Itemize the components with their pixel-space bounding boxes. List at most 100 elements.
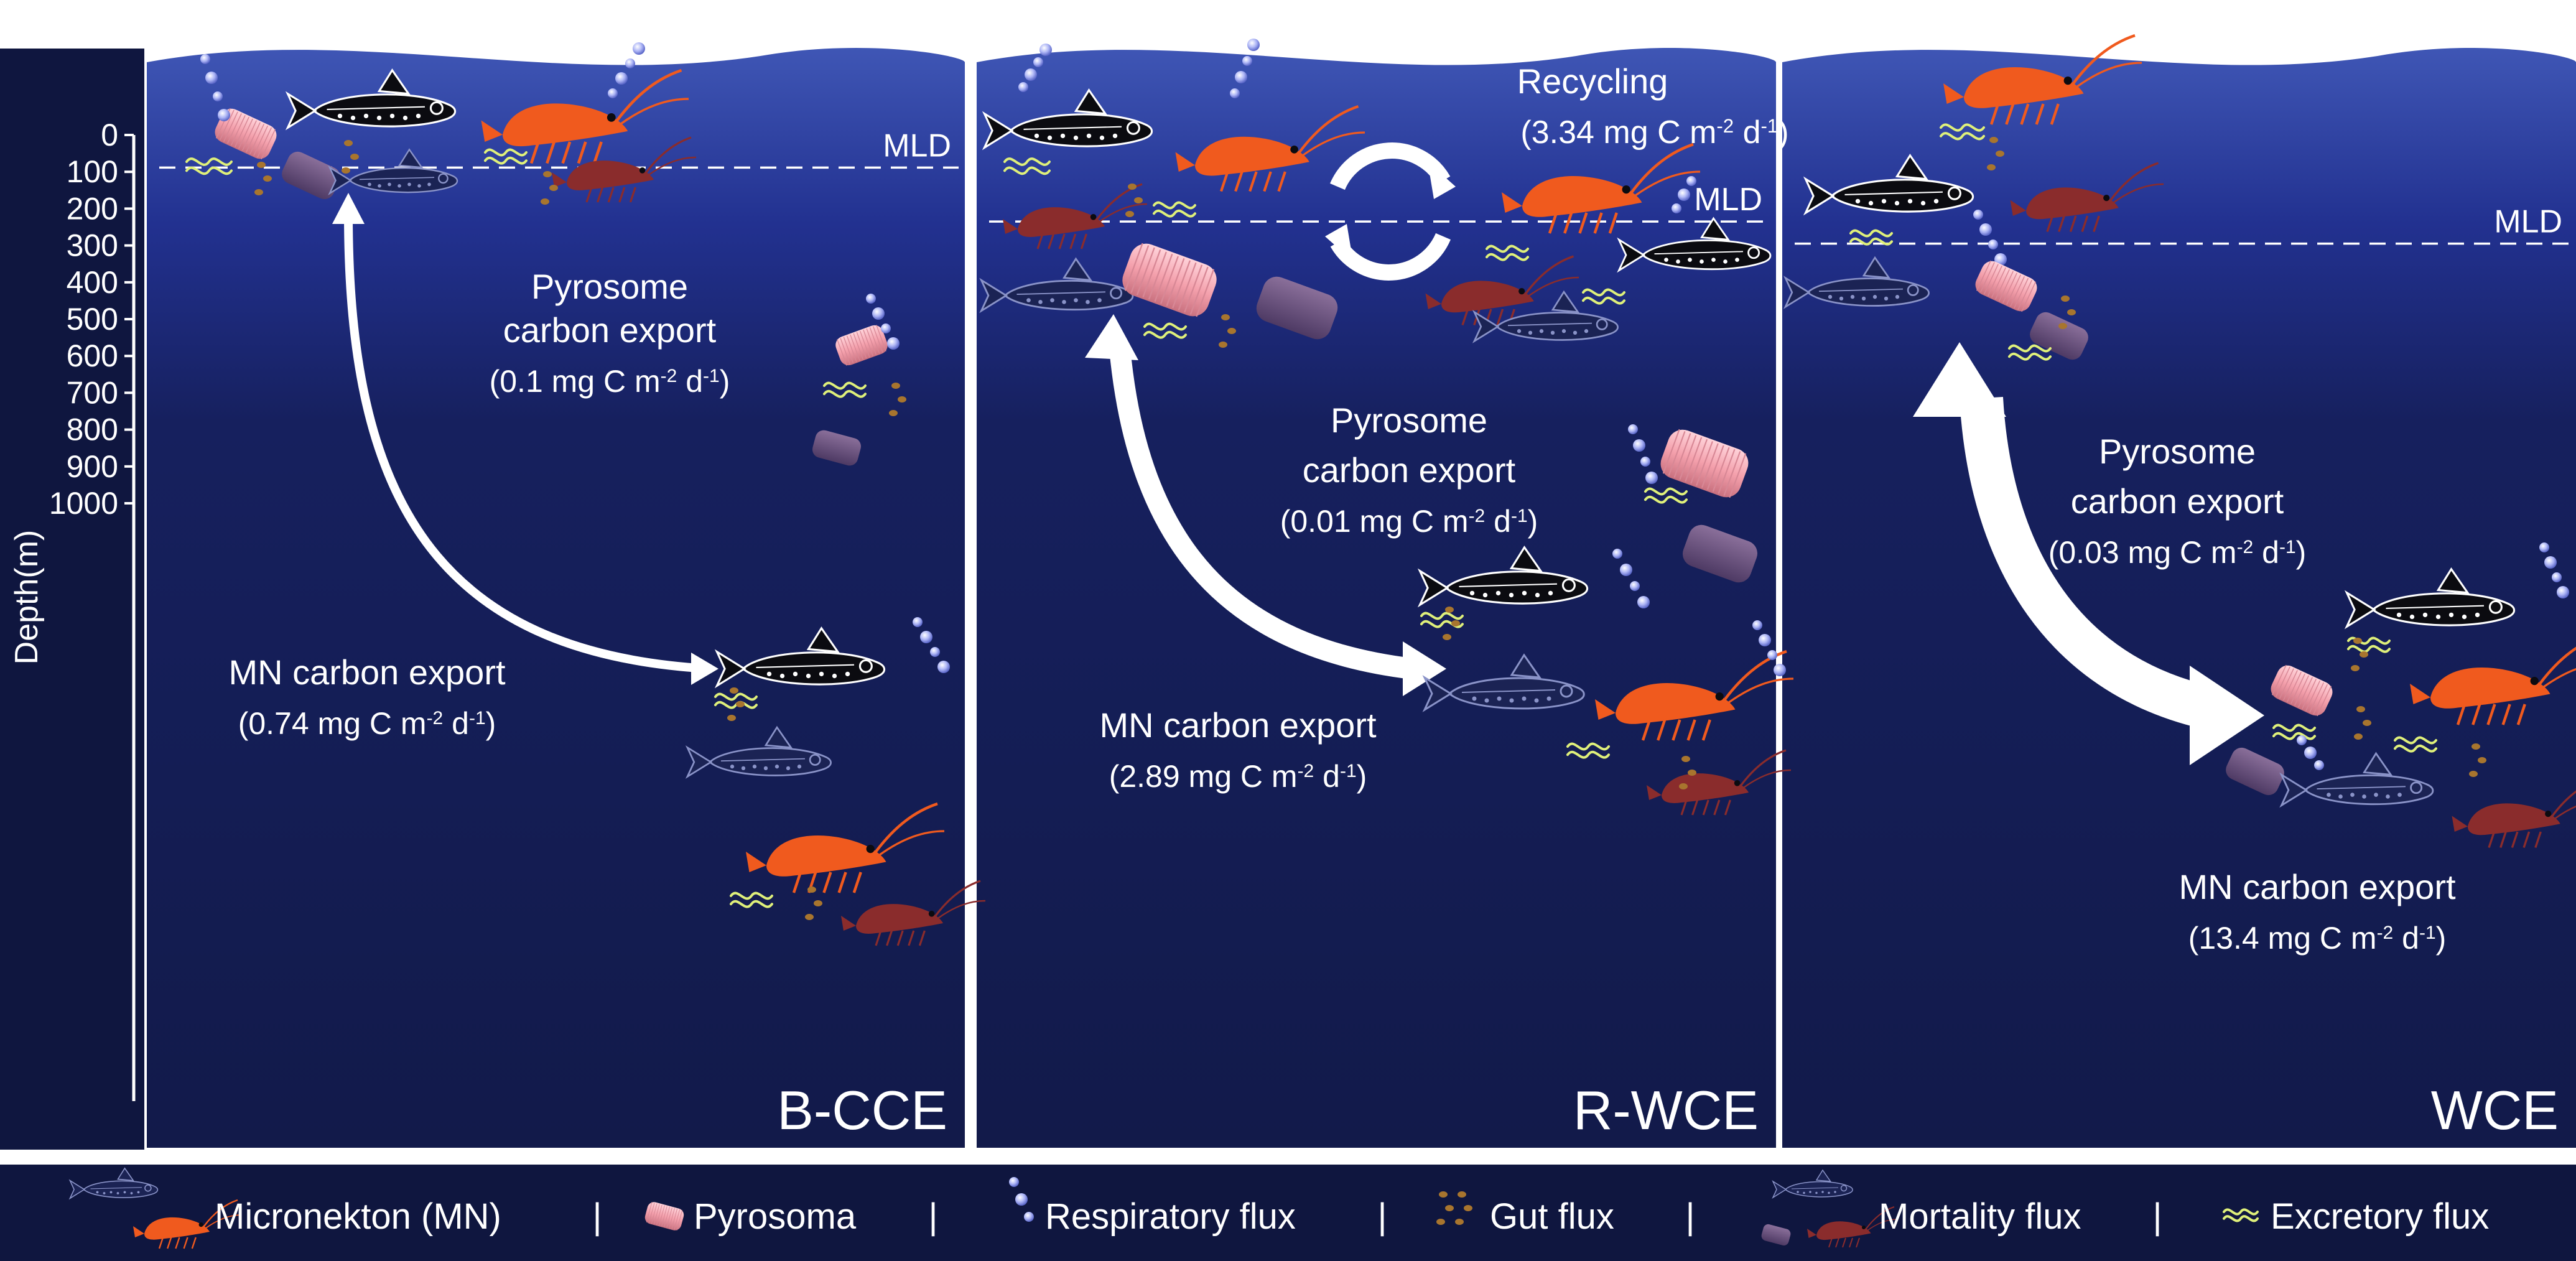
shrimp-eye — [1734, 780, 1741, 786]
gut-pellet — [1439, 1191, 1448, 1198]
shrimp-antenna — [1630, 142, 1694, 193]
shrimp-leg — [1578, 212, 1588, 234]
axis-tick-label: 800 — [67, 412, 118, 447]
fish-photophore — [1894, 200, 1900, 206]
respiratory-bubble — [872, 307, 885, 320]
fish-lateral-line — [1654, 251, 1744, 255]
gut-pellet — [1989, 137, 1998, 143]
shrimp-icon — [2410, 646, 2576, 725]
fish-photophore — [137, 1191, 140, 1194]
pyrosome-ring — [242, 120, 257, 151]
fish-photophore — [1534, 698, 1539, 703]
pyrosome-ring — [1166, 258, 1185, 307]
shrimp-eye — [2545, 811, 2552, 817]
pyrosome-ring — [1729, 453, 1747, 498]
gut-pellet — [2061, 295, 2070, 302]
fish-photophore — [2475, 612, 2480, 618]
fish-photophore — [1828, 1191, 1830, 1194]
pyrosome-ring — [235, 116, 249, 147]
fish-photophore — [1548, 590, 1553, 596]
shrimp-tail — [133, 1226, 144, 1237]
excretory-squiggle — [1644, 495, 1688, 504]
shrimp-tail — [552, 172, 567, 187]
gut-pellet — [1996, 151, 2004, 157]
fish-photophore — [2397, 793, 2402, 797]
respiratory-bubble — [1630, 581, 1640, 591]
shrimp-body — [567, 161, 654, 190]
dead-pyrosome-icon — [1256, 276, 1338, 340]
shrimp-leg — [1835, 1237, 1839, 1248]
shrimp-leg — [2523, 831, 2531, 849]
fish-lateral-line — [1844, 191, 1943, 195]
axis-tick-label: 200 — [67, 191, 118, 226]
pyrosome-flux-exp2: -1 — [1511, 506, 1528, 526]
shrimp-leg — [1691, 799, 1699, 816]
fish-photophore — [103, 1192, 106, 1194]
pyrosome-ring — [651, 1203, 658, 1224]
arrow-head — [2190, 666, 2264, 765]
legend-respiratory: Respiratory flux — [1045, 1196, 1296, 1237]
fish-photophore — [1034, 133, 1039, 139]
shrimp-leg — [1593, 212, 1603, 234]
excretory-squiggle — [1003, 157, 1051, 166]
respiratory-bubble — [887, 337, 900, 350]
mn-label: MN carbon export — [228, 653, 506, 692]
pyrosome-ring — [2271, 664, 2287, 696]
pyrosome-ring — [2021, 281, 2037, 312]
ocean-water — [1782, 48, 2576, 1148]
excretory-squiggle — [1940, 123, 1985, 132]
respiratory-bubble — [2297, 735, 2307, 745]
fish-photophore — [388, 182, 391, 187]
respiratory-bubble — [1033, 57, 1043, 67]
fish-fin — [377, 68, 411, 95]
mn-flux-value-pre: (13.4 mg C m — [2188, 921, 2377, 956]
shrimp-antenna — [1867, 1219, 1898, 1231]
pyrosome-icon — [1975, 260, 2037, 312]
pyrosome-ring — [246, 122, 261, 153]
pyrosome-ring — [843, 337, 854, 363]
fish-eye — [1126, 121, 1140, 135]
fish-fin — [1862, 256, 1891, 279]
excretory-squiggle — [1153, 209, 1196, 218]
shrimp-leg — [2058, 215, 2065, 233]
shrimp-antenna — [1724, 649, 1787, 700]
fish-photophore — [752, 765, 757, 769]
fish-icon — [1803, 154, 1974, 216]
shrimp-leg — [158, 1237, 164, 1249]
pyrosome-label: carbon export — [503, 310, 717, 350]
shrimp-eye — [2530, 677, 2539, 686]
shrimp-leg — [167, 1237, 172, 1249]
fish-fin — [398, 148, 424, 169]
fish-icon — [982, 88, 1153, 151]
gut-pellet — [891, 383, 900, 389]
fish-body — [742, 651, 886, 686]
gut-pellet — [549, 185, 558, 191]
shrimp-leg — [1058, 233, 1066, 249]
shrimp-leg — [529, 141, 540, 164]
fish-photophore — [774, 765, 779, 769]
respiratory-bubble — [2544, 556, 2557, 569]
excretory-squiggle — [1003, 166, 1051, 175]
shrimp-leg — [1220, 171, 1229, 192]
fish-photophore — [1711, 258, 1716, 262]
fish-photophore — [2362, 794, 2366, 799]
fish-eye — [2488, 600, 2503, 614]
shrimp-leg — [2093, 215, 2100, 233]
shrimp-leg — [822, 872, 832, 893]
legend-separator: | — [928, 1196, 937, 1237]
gut-pellet — [1445, 607, 1454, 613]
axis-tick-label: 400 — [67, 265, 118, 300]
pyrosome-label: carbon export — [2071, 482, 2284, 521]
pyrosome-ring — [2317, 686, 2332, 717]
shrimp-tail — [841, 916, 856, 931]
shrimp-leg — [792, 872, 802, 893]
fish-body — [1830, 179, 1974, 213]
shrimp-body — [856, 904, 943, 934]
fish-tail — [1803, 176, 1835, 216]
fish-lateral-line — [1461, 689, 1556, 693]
pyrosome-body — [2226, 747, 2284, 796]
shrimp-tail — [1807, 1229, 1816, 1238]
pyrosome-ring — [1130, 245, 1150, 294]
shrimp-tail — [2410, 684, 2430, 704]
fish-photophore — [1099, 135, 1105, 141]
